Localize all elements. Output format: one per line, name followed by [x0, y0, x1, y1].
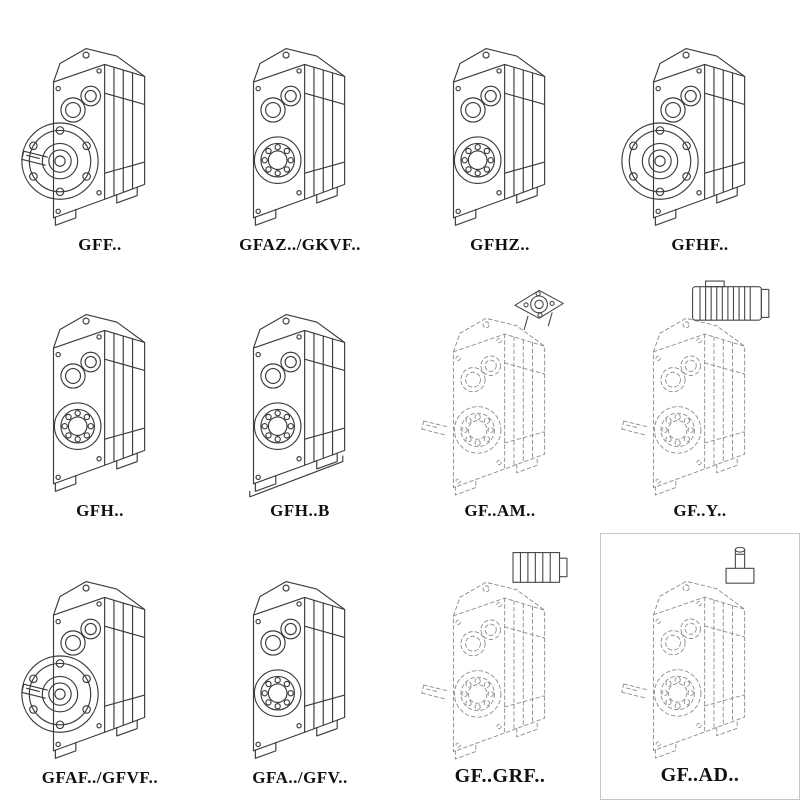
gearbox-cell: GF..AM.. [400, 267, 600, 534]
gearbox-drawing-gf-y [621, 280, 770, 496]
gearbox-drawing-gfhz [452, 47, 546, 226]
gearbox-cell: GFA../GFV.. [200, 533, 400, 800]
model-label-gf-y: GF..Y.. [673, 501, 727, 521]
model-label-gfhz: GFHZ.. [470, 234, 530, 254]
gearbox-cell: GFAF../GFVF.. [0, 533, 200, 800]
gearbox-cell: GFAZ../GKVF.. [200, 0, 400, 267]
gearbox-drawing-gf-grf [421, 551, 568, 760]
model-label-gfaz-gkvf: GFAZ../GKVF.. [239, 234, 361, 254]
model-label-gfaf-gfvf: GFAF../GFVF.. [41, 767, 159, 787]
gearbox-cell: GFHZ.. [400, 0, 600, 267]
gearbox-cell: GF..Y.. [600, 267, 800, 534]
gearbox-cell: GFH.. [0, 267, 200, 534]
model-label-gf-ad: GF..AD.. [660, 763, 740, 786]
gearbox-cell: GF..GRF.. [400, 533, 600, 800]
model-label-gff: GFF.. [78, 234, 122, 254]
gearbox-drawing-gfh [52, 314, 146, 493]
gearbox-drawing-gfh-b [249, 314, 346, 498]
model-label-gfh: GFH.. [76, 501, 124, 521]
gearbox-drawing-gf-ad [621, 546, 755, 759]
model-label-gfhf: GFHF.. [671, 234, 729, 254]
gearbox-cell: GFH..B [200, 267, 400, 534]
gearbox-cell: GF..AD.. [600, 533, 800, 800]
gearbox-cell: GFF.. [0, 0, 200, 267]
gearbox-drawing-gfaz-gkvf [252, 47, 346, 226]
model-label-gf-grf: GF..GRF.. [454, 764, 546, 787]
gearbox-drawing-gff [21, 47, 146, 226]
gearbox-cell: GFHF.. [600, 0, 800, 267]
gearbox-drawing-gf-am [421, 290, 564, 496]
model-label-gf-am: GF..AM.. [464, 501, 536, 521]
model-label-gfh-b: GFH..B [270, 501, 330, 521]
gearbox-drawing-gfaf-gfvf [21, 581, 146, 759]
gearbox-drawing-gfhf [621, 47, 746, 226]
model-label-gfa-gfv: GFA../GFV.. [252, 767, 348, 787]
gearbox-drawing-gfa-gfv [252, 581, 346, 759]
